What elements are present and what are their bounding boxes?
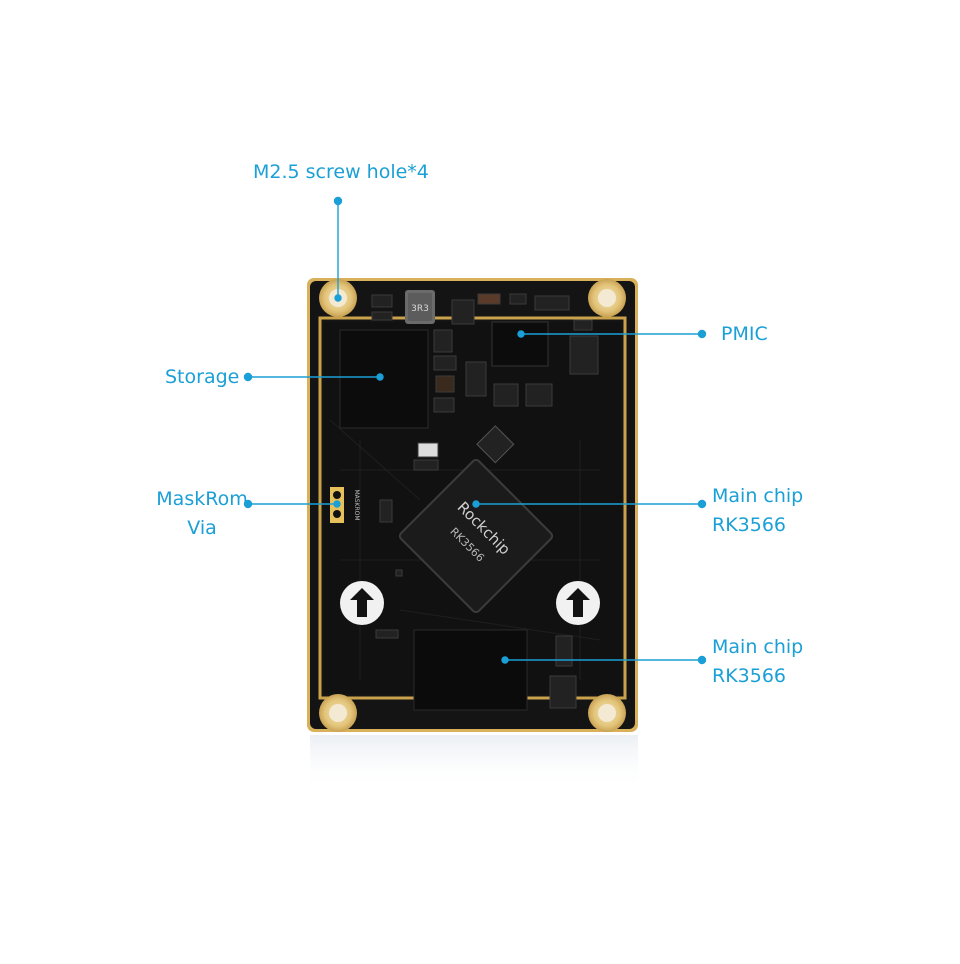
- main-chip-label-line2: RK3566: [712, 514, 787, 536]
- screw-hole-bottom-left: [319, 694, 357, 732]
- maskrom-label: MaskRom Via: [148, 485, 256, 543]
- screw-hole-label: M2.5 screw hole*4: [253, 158, 429, 187]
- inductor: 3R3: [405, 290, 435, 324]
- main-chip-label-line1: Main chip: [712, 485, 804, 507]
- screw-hole-label-line1: M2.5 screw hole*4: [253, 161, 429, 183]
- memory-chip: [413, 629, 528, 711]
- memory-label: Main chip RK3566: [712, 633, 803, 691]
- mount-arrow-left: [340, 581, 384, 625]
- mount-arrow-right: [556, 581, 600, 625]
- main-soc-chip: Rockchip RK3566: [398, 458, 554, 614]
- maskrom-label-line2: Via: [187, 517, 217, 539]
- svg-text:MASKROM: MASKROM: [353, 489, 360, 520]
- small-components: [371, 293, 599, 709]
- storage-label: Storage: [165, 363, 239, 392]
- main-chip-label: Main chip RK3566: [712, 482, 803, 540]
- storage-chip: [339, 329, 429, 429]
- memory-label-line1: Main chip: [712, 636, 804, 658]
- maskrom-label-line1: MaskRom: [156, 488, 248, 510]
- board-reflection: [310, 735, 638, 790]
- storage-label-line1: Storage: [165, 366, 240, 388]
- screw-hole-bottom-right: [588, 694, 626, 732]
- pmic-label: PMIC: [721, 320, 768, 349]
- screw-hole-top-right: [588, 279, 626, 317]
- pmic-chip: [491, 321, 549, 367]
- diagonal-components: [476, 425, 515, 464]
- svg-text:3R3: 3R3: [411, 304, 429, 314]
- pmic-label-line1: PMIC: [721, 323, 768, 345]
- callout-lines: [243, 196, 707, 665]
- memory-label-line2: RK3566: [712, 665, 787, 687]
